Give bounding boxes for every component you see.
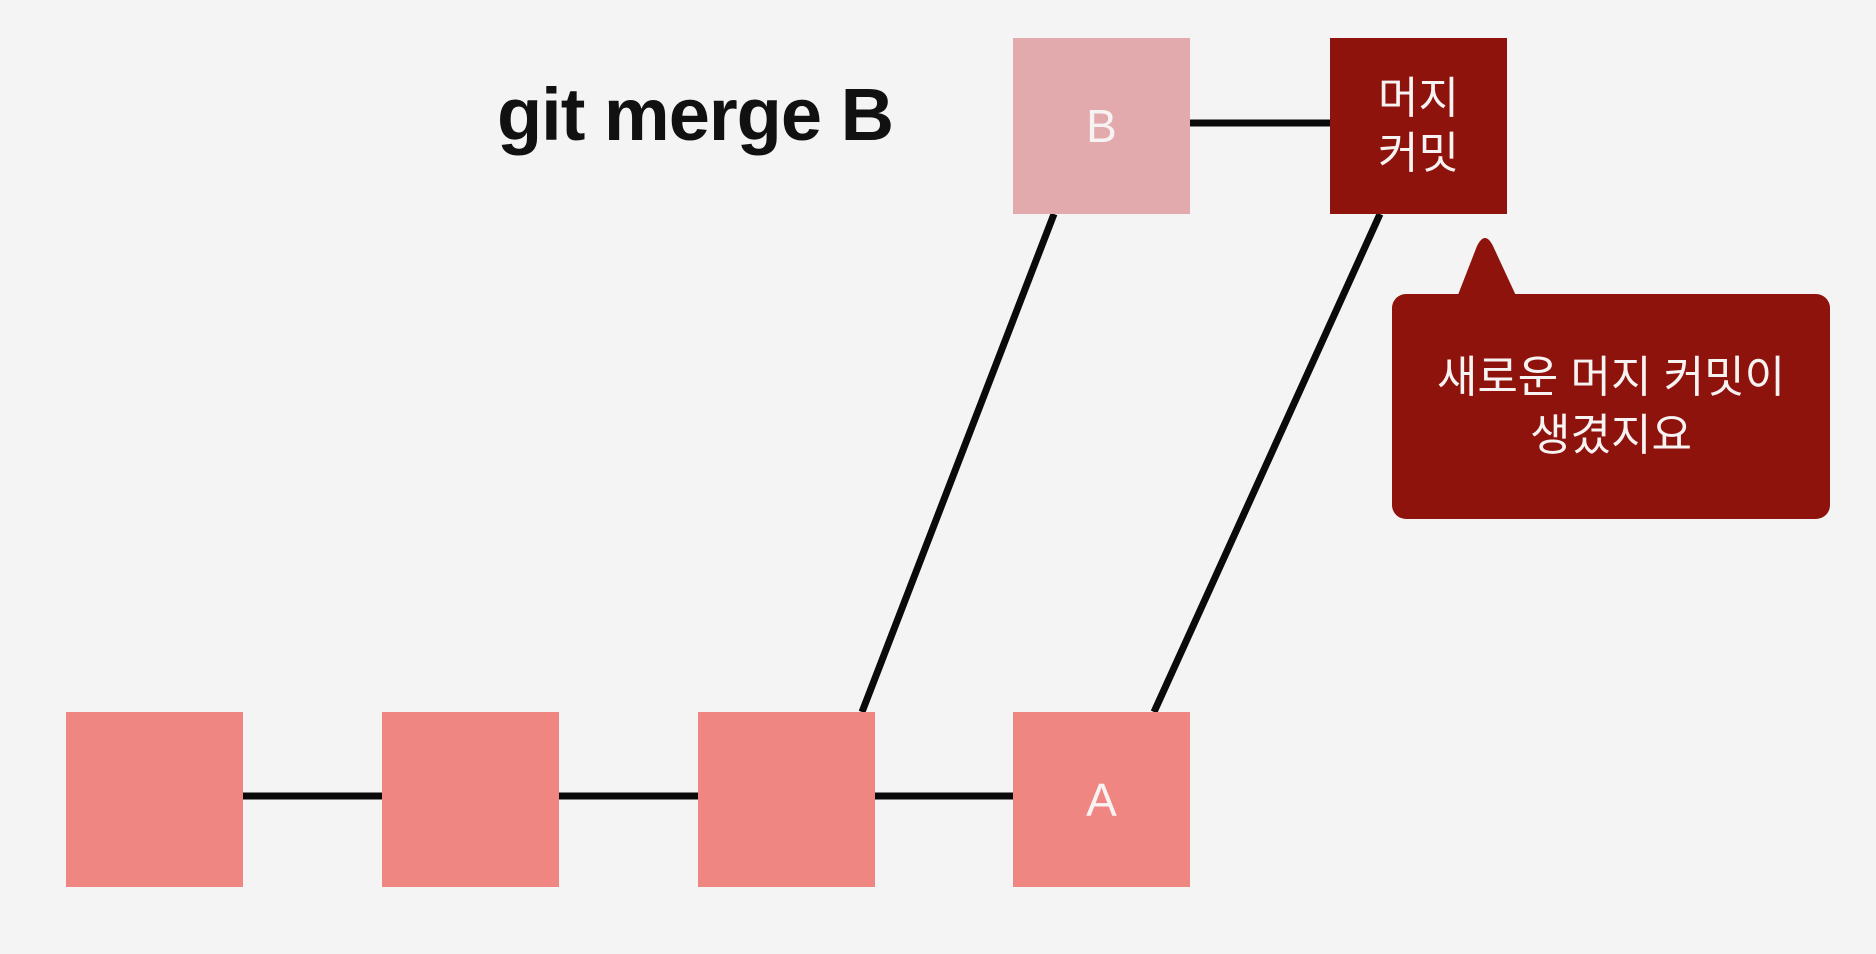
edge-a-to-merge-line	[1150, 212, 1384, 714]
speech-bubble-text: 새로운 머지 커밋이 생겼지요	[1436, 353, 1786, 460]
speech-bubble-tail	[1456, 238, 1518, 300]
commit-node-3	[698, 712, 875, 887]
commit-node-a-label: A	[1086, 773, 1117, 826]
commit-node-2	[382, 712, 559, 887]
commit-node-b-label: B	[1086, 100, 1117, 152]
merge-commit-node-label: 머지 커밋	[1378, 74, 1459, 178]
speech-bubble: 새로운 머지 커밋이 생겼지요	[1392, 294, 1830, 519]
commit-node-1	[66, 712, 243, 887]
edge-main3-to-b-line	[858, 212, 1058, 714]
diagram-title: git merge B	[496, 73, 894, 156]
commit-node-b: B	[1013, 38, 1190, 214]
commit-node-a: A	[1013, 712, 1190, 887]
merge-commit-node: 머지 커밋	[1330, 38, 1507, 214]
